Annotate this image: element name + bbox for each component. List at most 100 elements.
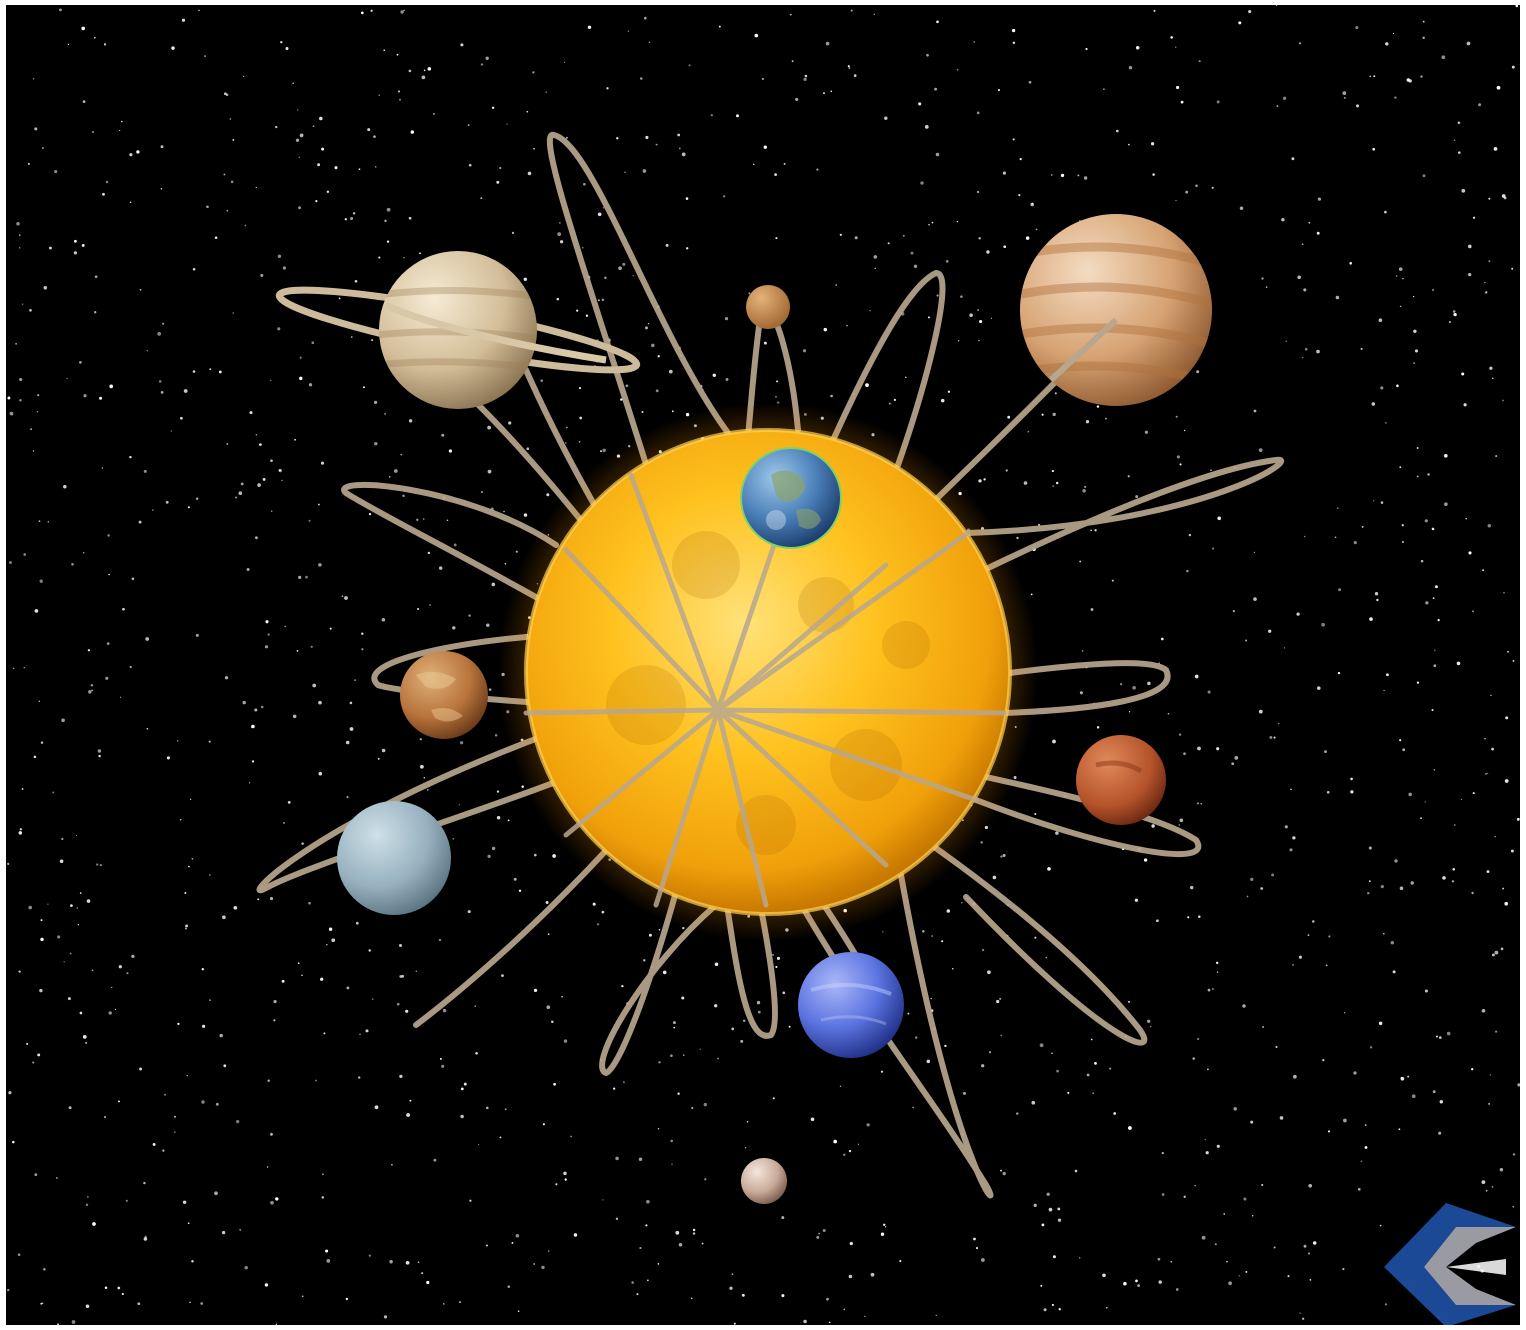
star bbox=[546, 493, 550, 497]
star bbox=[1448, 321, 1451, 324]
star bbox=[854, 236, 858, 240]
star bbox=[494, 733, 498, 737]
star bbox=[1494, 835, 1496, 838]
star bbox=[1246, 895, 1249, 898]
star bbox=[565, 136, 568, 139]
star bbox=[318, 771, 323, 776]
star bbox=[1304, 347, 1308, 351]
star bbox=[724, 316, 729, 321]
star bbox=[545, 901, 549, 904]
star bbox=[1453, 139, 1456, 142]
star bbox=[79, 892, 82, 894]
star bbox=[397, 90, 401, 93]
star bbox=[1369, 75, 1372, 78]
star bbox=[729, 1286, 733, 1290]
star bbox=[452, 626, 456, 630]
star bbox=[441, 433, 445, 437]
star bbox=[1413, 362, 1415, 364]
star bbox=[1196, 802, 1200, 805]
star bbox=[515, 1234, 520, 1238]
star bbox=[1321, 622, 1325, 627]
star bbox=[981, 1064, 985, 1068]
star bbox=[1128, 711, 1131, 713]
star bbox=[1251, 1215, 1254, 1217]
star bbox=[864, 1315, 866, 1318]
star bbox=[1292, 836, 1296, 840]
star bbox=[165, 500, 169, 504]
star bbox=[1161, 1193, 1165, 1196]
star bbox=[32, 1061, 35, 1064]
star bbox=[1282, 96, 1287, 100]
star bbox=[658, 1061, 661, 1064]
star bbox=[1265, 286, 1268, 288]
star bbox=[1481, 1009, 1486, 1013]
star bbox=[1299, 1312, 1301, 1314]
star bbox=[1261, 277, 1264, 280]
star bbox=[1420, 559, 1424, 563]
star bbox=[99, 396, 103, 400]
star bbox=[76, 907, 78, 909]
star bbox=[1258, 448, 1263, 452]
star bbox=[570, 1135, 572, 1138]
star bbox=[602, 1199, 604, 1201]
star bbox=[417, 607, 420, 611]
star bbox=[1201, 1235, 1206, 1240]
star bbox=[533, 988, 538, 993]
star bbox=[381, 617, 386, 622]
star bbox=[94, 275, 98, 279]
star bbox=[143, 1237, 148, 1241]
star bbox=[1134, 898, 1139, 902]
star bbox=[426, 789, 429, 791]
star bbox=[935, 152, 940, 157]
star bbox=[1422, 36, 1425, 39]
star bbox=[1007, 415, 1011, 419]
star bbox=[232, 312, 234, 314]
star bbox=[34, 127, 38, 131]
star bbox=[1116, 129, 1119, 133]
star bbox=[1410, 881, 1414, 885]
star bbox=[582, 247, 584, 249]
star bbox=[422, 518, 425, 520]
star bbox=[1439, 1100, 1444, 1104]
star bbox=[1465, 517, 1467, 520]
star bbox=[201, 968, 204, 971]
star bbox=[1031, 1100, 1036, 1105]
star bbox=[1495, 455, 1498, 458]
star bbox=[563, 1171, 567, 1176]
star bbox=[1210, 469, 1212, 471]
star bbox=[398, 943, 403, 948]
star bbox=[39, 579, 43, 583]
star bbox=[7, 396, 11, 400]
star bbox=[1364, 1146, 1368, 1149]
star bbox=[208, 740, 211, 743]
star bbox=[296, 650, 299, 652]
star bbox=[1414, 349, 1419, 353]
star bbox=[458, 804, 460, 806]
star bbox=[670, 1054, 673, 1058]
star bbox=[233, 905, 238, 910]
star bbox=[1401, 524, 1404, 527]
star bbox=[511, 231, 515, 235]
star bbox=[507, 1285, 511, 1288]
star bbox=[341, 595, 344, 597]
star bbox=[1289, 848, 1293, 852]
star bbox=[439, 1057, 442, 1060]
star bbox=[1135, 45, 1140, 50]
star bbox=[1336, 507, 1339, 509]
star bbox=[403, 9, 405, 12]
star bbox=[1147, 1019, 1151, 1023]
star bbox=[804, 74, 808, 78]
star bbox=[1204, 1138, 1206, 1141]
star bbox=[1307, 1252, 1311, 1255]
star bbox=[86, 899, 91, 903]
star bbox=[99, 864, 102, 867]
star bbox=[334, 166, 338, 170]
star bbox=[326, 190, 330, 194]
star bbox=[1151, 824, 1155, 828]
star bbox=[403, 257, 405, 259]
star bbox=[491, 846, 496, 851]
star bbox=[308, 519, 311, 522]
star bbox=[742, 1019, 746, 1023]
star bbox=[79, 1011, 83, 1015]
star bbox=[467, 910, 471, 914]
